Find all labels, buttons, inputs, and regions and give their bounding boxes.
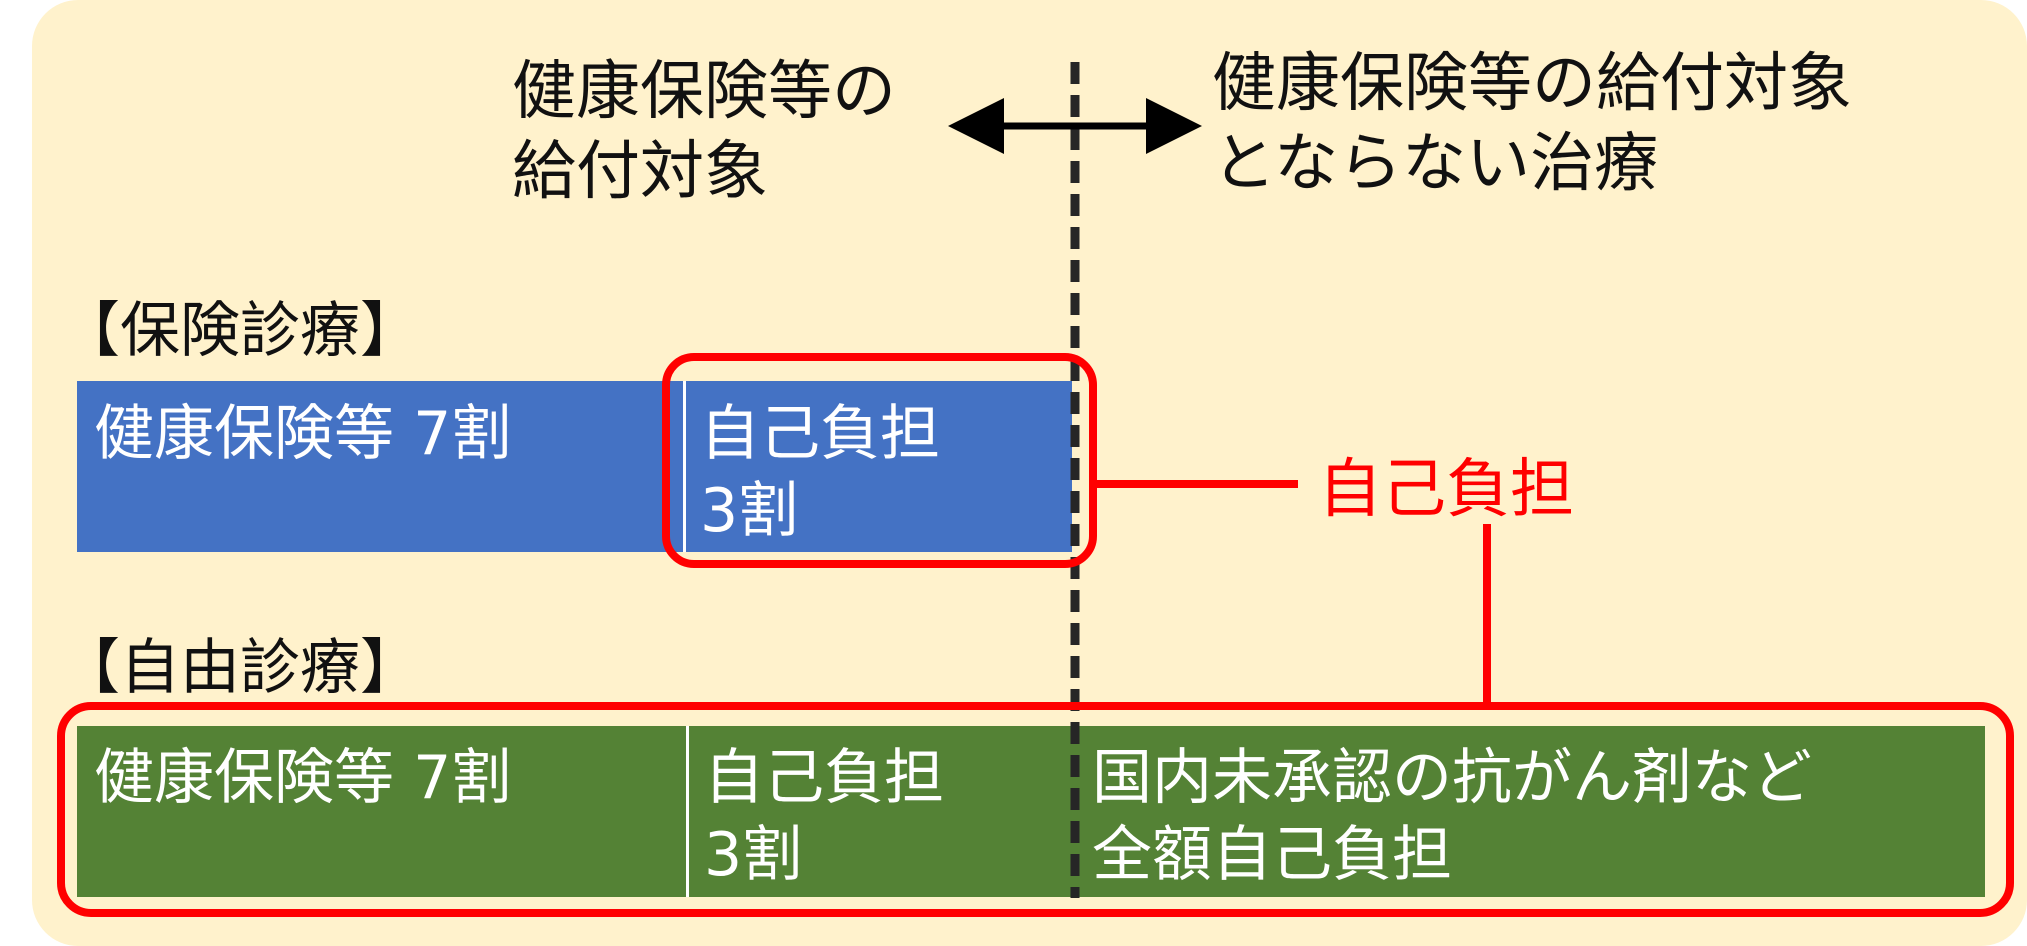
insurance-self-pay-highlight <box>662 353 1097 568</box>
free-insurance-share-text: 健康保険等 7割 <box>94 743 512 813</box>
insurance-bar-divider <box>683 381 686 552</box>
self-pay-callout-label: 自己負担 <box>1318 453 1574 527</box>
free-bar-divider <box>686 726 689 897</box>
free-self-pay-text: 自己負担 3割 <box>704 743 944 890</box>
covered-header: 健康保険等の 給付対象 <box>512 55 896 209</box>
free-section-label: 【自由診療】 <box>60 633 420 703</box>
insurance-share-text: 健康保険等 7割 <box>94 399 512 469</box>
not-covered-header: 健康保険等の給付対象 とならない治療 <box>1212 47 1852 201</box>
free-treatment-highlight <box>57 702 2014 917</box>
insurance-bar <box>77 381 1072 552</box>
free-bar <box>77 726 1985 897</box>
free-uncovered-text: 国内未承認の抗がん剤など 全額自己負担 <box>1092 743 1812 890</box>
insurance-self-pay-text: 自己負担 3割 <box>700 399 940 546</box>
insurance-section-label: 【保険診療】 <box>60 296 420 366</box>
